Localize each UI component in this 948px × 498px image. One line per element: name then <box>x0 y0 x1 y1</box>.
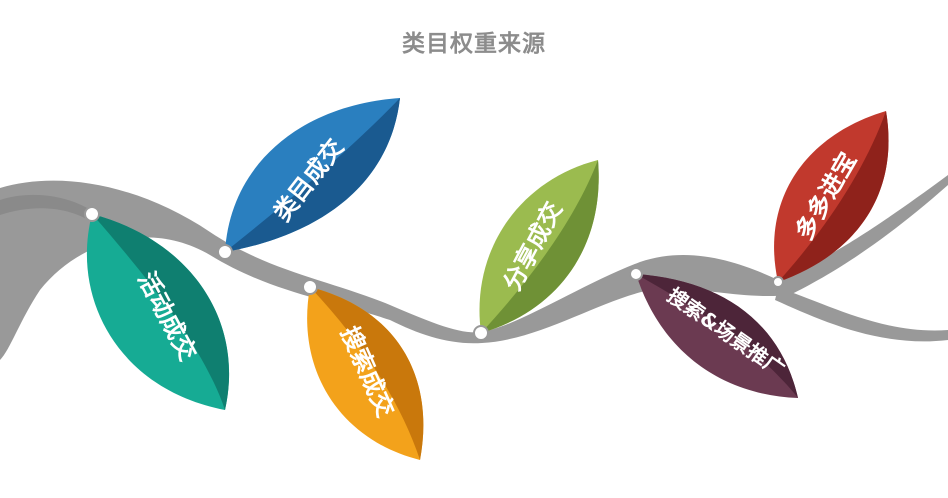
leaf-activity: 活动成交 <box>84 206 230 410</box>
leaf-search: 搜索成交 <box>302 279 424 460</box>
leaf-category: 类目成交 <box>217 98 400 260</box>
twig-right-lower <box>775 288 948 342</box>
leaf-more: 多多进宝 <box>772 111 889 288</box>
diagram-title: 类目权重来源 <box>402 31 546 57</box>
main-branch <box>0 175 948 360</box>
twig-left-upper <box>0 194 95 222</box>
